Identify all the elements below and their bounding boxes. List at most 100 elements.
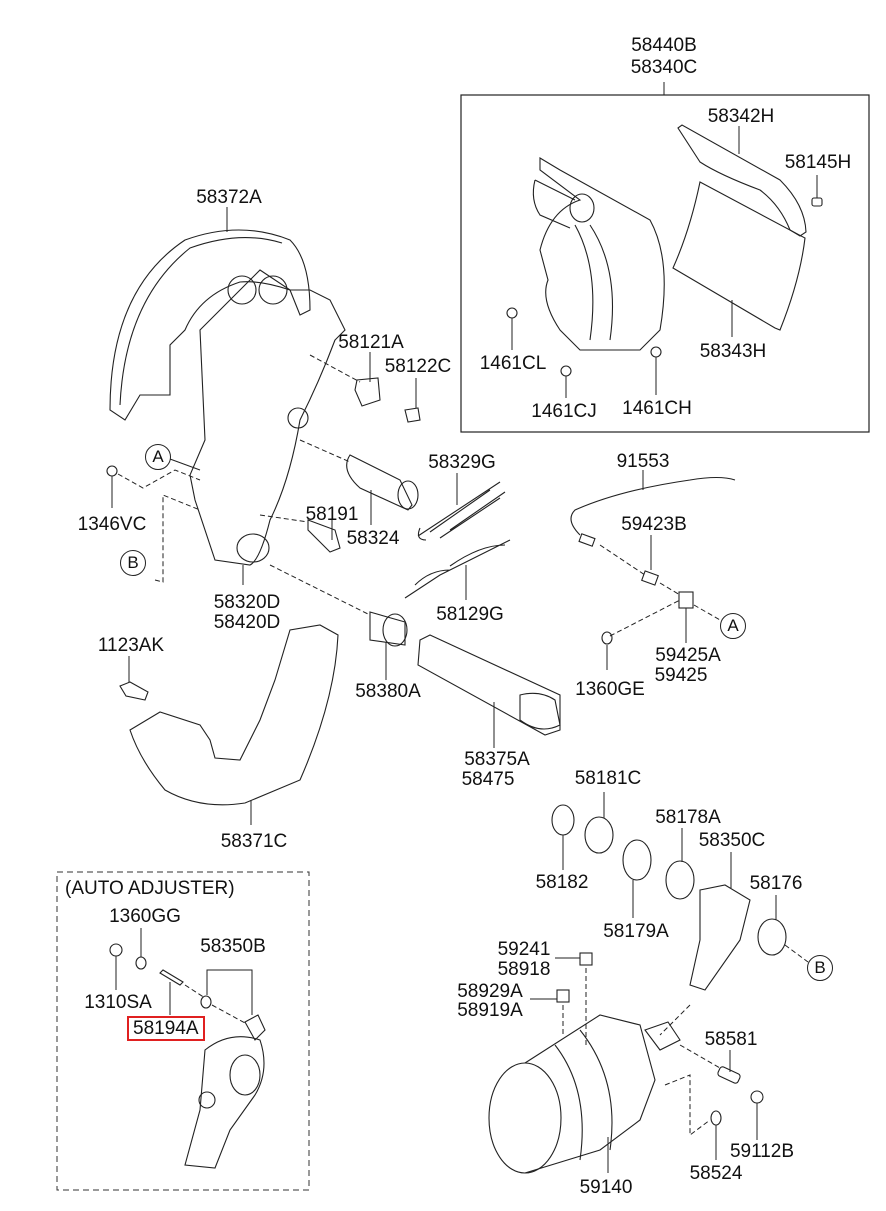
dust-shield-lower (129, 624, 339, 806)
label-58320d: 58320D (213, 592, 281, 613)
camshaft-58375a (417, 634, 561, 736)
label-1346vc: 1346VC (77, 514, 147, 535)
ref-marker-b-right: B (807, 955, 833, 981)
spring-58129g (404, 539, 511, 599)
label-1461ch: 1461CH (622, 398, 692, 419)
bushing-1461cl (506, 307, 518, 319)
snap-ring-58182 (551, 804, 575, 836)
fitting-58929a (556, 989, 570, 1003)
sensor-tip (578, 533, 596, 547)
label-58181c: 58181C (574, 768, 642, 789)
brake-lining (672, 124, 807, 331)
dash-58176 (784, 944, 809, 963)
label-59423b: 59423B (621, 514, 687, 535)
leader-58350b (206, 969, 253, 1015)
dash-bushing (269, 564, 371, 616)
label-58380a: 58380A (355, 681, 421, 702)
bushing-1461cj (560, 365, 572, 377)
washer-58179a (622, 839, 652, 881)
bushing-1461ch (650, 346, 662, 358)
nut-1310sa (109, 943, 123, 957)
label-58350b: 58350B (200, 936, 266, 957)
grommet-58350b (200, 995, 212, 1009)
auto-adjuster-body (184, 1014, 266, 1169)
label-91553: 91553 (616, 451, 670, 472)
ref-marker-a-right: A (720, 613, 746, 639)
label-58122c: 58122C (384, 356, 452, 377)
sensor-wire-91553 (570, 476, 736, 536)
bracket-58121a (354, 377, 381, 407)
label-58420d: 58420D (213, 612, 281, 633)
label-58929a: 58929A (457, 981, 523, 1002)
label-1360gg: 1360GG (109, 906, 181, 927)
washer-58176 (757, 918, 787, 956)
label-58121a: 58121A (338, 332, 404, 353)
dash-clamp (609, 582, 721, 637)
dash-1346vc (117, 469, 201, 489)
label-59241: 59241 (497, 939, 551, 960)
label-58919a: 58919A (457, 1000, 523, 1021)
dash-pin (299, 439, 351, 463)
label-58176: 58176 (749, 873, 803, 894)
label-58129g: 58129G (436, 604, 504, 625)
label-58179a: 58179A (603, 921, 669, 942)
leader-a-left (169, 458, 201, 471)
label-58350c: 58350C (698, 830, 766, 851)
anchor-pin-58324 (346, 454, 419, 511)
brake-shoe (532, 157, 665, 351)
slack-adjuster-58350c (689, 884, 751, 991)
nut-59112b (750, 1090, 764, 1104)
clip-58122c (404, 407, 421, 423)
label-59425: 59425 (654, 665, 708, 686)
nut-1346vc (106, 465, 118, 477)
label-1123ak: 1123AK (97, 635, 165, 656)
label-59425a: 59425A (655, 645, 721, 666)
label-58343h: 58343H (699, 341, 767, 362)
label-58371c: 58371C (220, 831, 288, 852)
auto-adjuster-box (56, 871, 310, 1191)
dash-sensor (599, 544, 646, 576)
washer-58524 (710, 1110, 722, 1126)
sleeve-59423b (641, 570, 659, 586)
label-58342h: 58342H (707, 106, 775, 127)
label-58194a-highlighted[interactable]: 58194A (127, 1016, 205, 1041)
label-1461cl: 1461CL (479, 353, 547, 374)
label-1360ge: 1360GE (575, 679, 645, 700)
washer-1360ge (601, 631, 613, 645)
dust-shield-upper (109, 229, 311, 421)
dash-bracket (309, 354, 361, 383)
washer-58178a (665, 860, 695, 900)
dash-58524 (664, 1074, 711, 1136)
seal-58181c (584, 816, 614, 854)
spring-58329g (417, 481, 506, 541)
label-58145h: 58145H (784, 152, 852, 173)
label-58524: 58524 (689, 1163, 743, 1184)
dash-adjuster (184, 984, 246, 1024)
pin-58581 (717, 1066, 741, 1084)
rivet-58145h (811, 197, 823, 207)
label-58581: 58581 (704, 1029, 758, 1050)
bolt-1123ak (119, 681, 149, 701)
label-58440b: 58440B (631, 35, 697, 56)
ref-marker-a-left: A (145, 444, 171, 470)
auto-adjuster-title: (AUTO ADJUSTER) (65, 878, 235, 899)
label-58324: 58324 (346, 528, 400, 549)
brake-spider (189, 269, 346, 566)
label-58340c: 58340C (630, 57, 698, 78)
brake-chamber-59140 (488, 1014, 681, 1174)
bushing-58380a (369, 611, 408, 647)
fitting-59241 (579, 952, 593, 966)
label-58182: 58182 (535, 872, 589, 893)
label-58475: 58475 (461, 769, 515, 790)
plug-58194a (159, 969, 184, 986)
label-58375a: 58375A (464, 749, 530, 770)
label-58329g: 58329G (428, 452, 496, 473)
label-58191: 58191 (305, 504, 359, 525)
dash-b (154, 494, 201, 583)
label-1310sa: 1310SA (84, 992, 152, 1013)
bolt-58191 (307, 519, 341, 553)
label-59140: 59140 (579, 1177, 633, 1198)
shoe-kit-box (460, 94, 870, 433)
label-58178a: 58178A (655, 807, 721, 828)
